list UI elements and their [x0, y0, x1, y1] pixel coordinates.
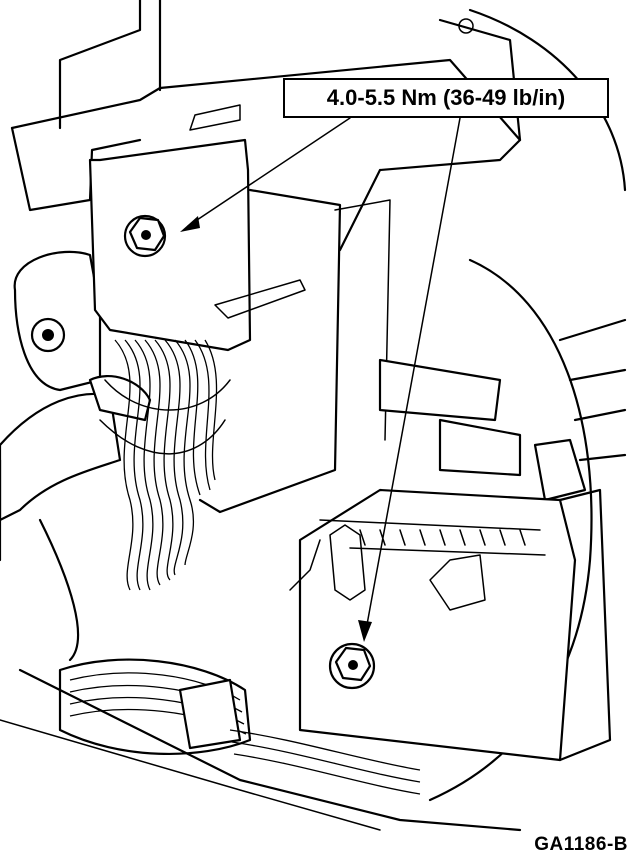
- lower-mounting-bolt: [328, 642, 376, 690]
- torque-spec-callout: 4.0-5.5 Nm (36-49 lb/in): [283, 78, 609, 118]
- connector-housing: [289, 358, 612, 762]
- bracket-hole: [458, 18, 474, 34]
- module-plate-tab: [214, 279, 306, 319]
- right-cables: [558, 318, 627, 462]
- bracket-side-panel: [10, 126, 142, 212]
- leader-arrow-upper: [180, 117, 351, 232]
- lower-panel: [18, 668, 522, 832]
- upper-mounting-bolt: [123, 214, 167, 258]
- wiring-harness-left: [0, 339, 231, 591]
- side-ear-bolt-head: [42, 329, 54, 341]
- wiring-harness-lower: [58, 658, 421, 795]
- harness-drop: [0, 458, 80, 662]
- bracket-slot: [189, 104, 241, 131]
- lower-panel-edge: [0, 719, 381, 831]
- figure-id-label: GA1186-B: [534, 834, 628, 855]
- bracket-top-edge: [58, 0, 142, 130]
- module-plate: [88, 138, 252, 352]
- leader-arrow-lower: [358, 117, 461, 642]
- module-body: [198, 188, 342, 514]
